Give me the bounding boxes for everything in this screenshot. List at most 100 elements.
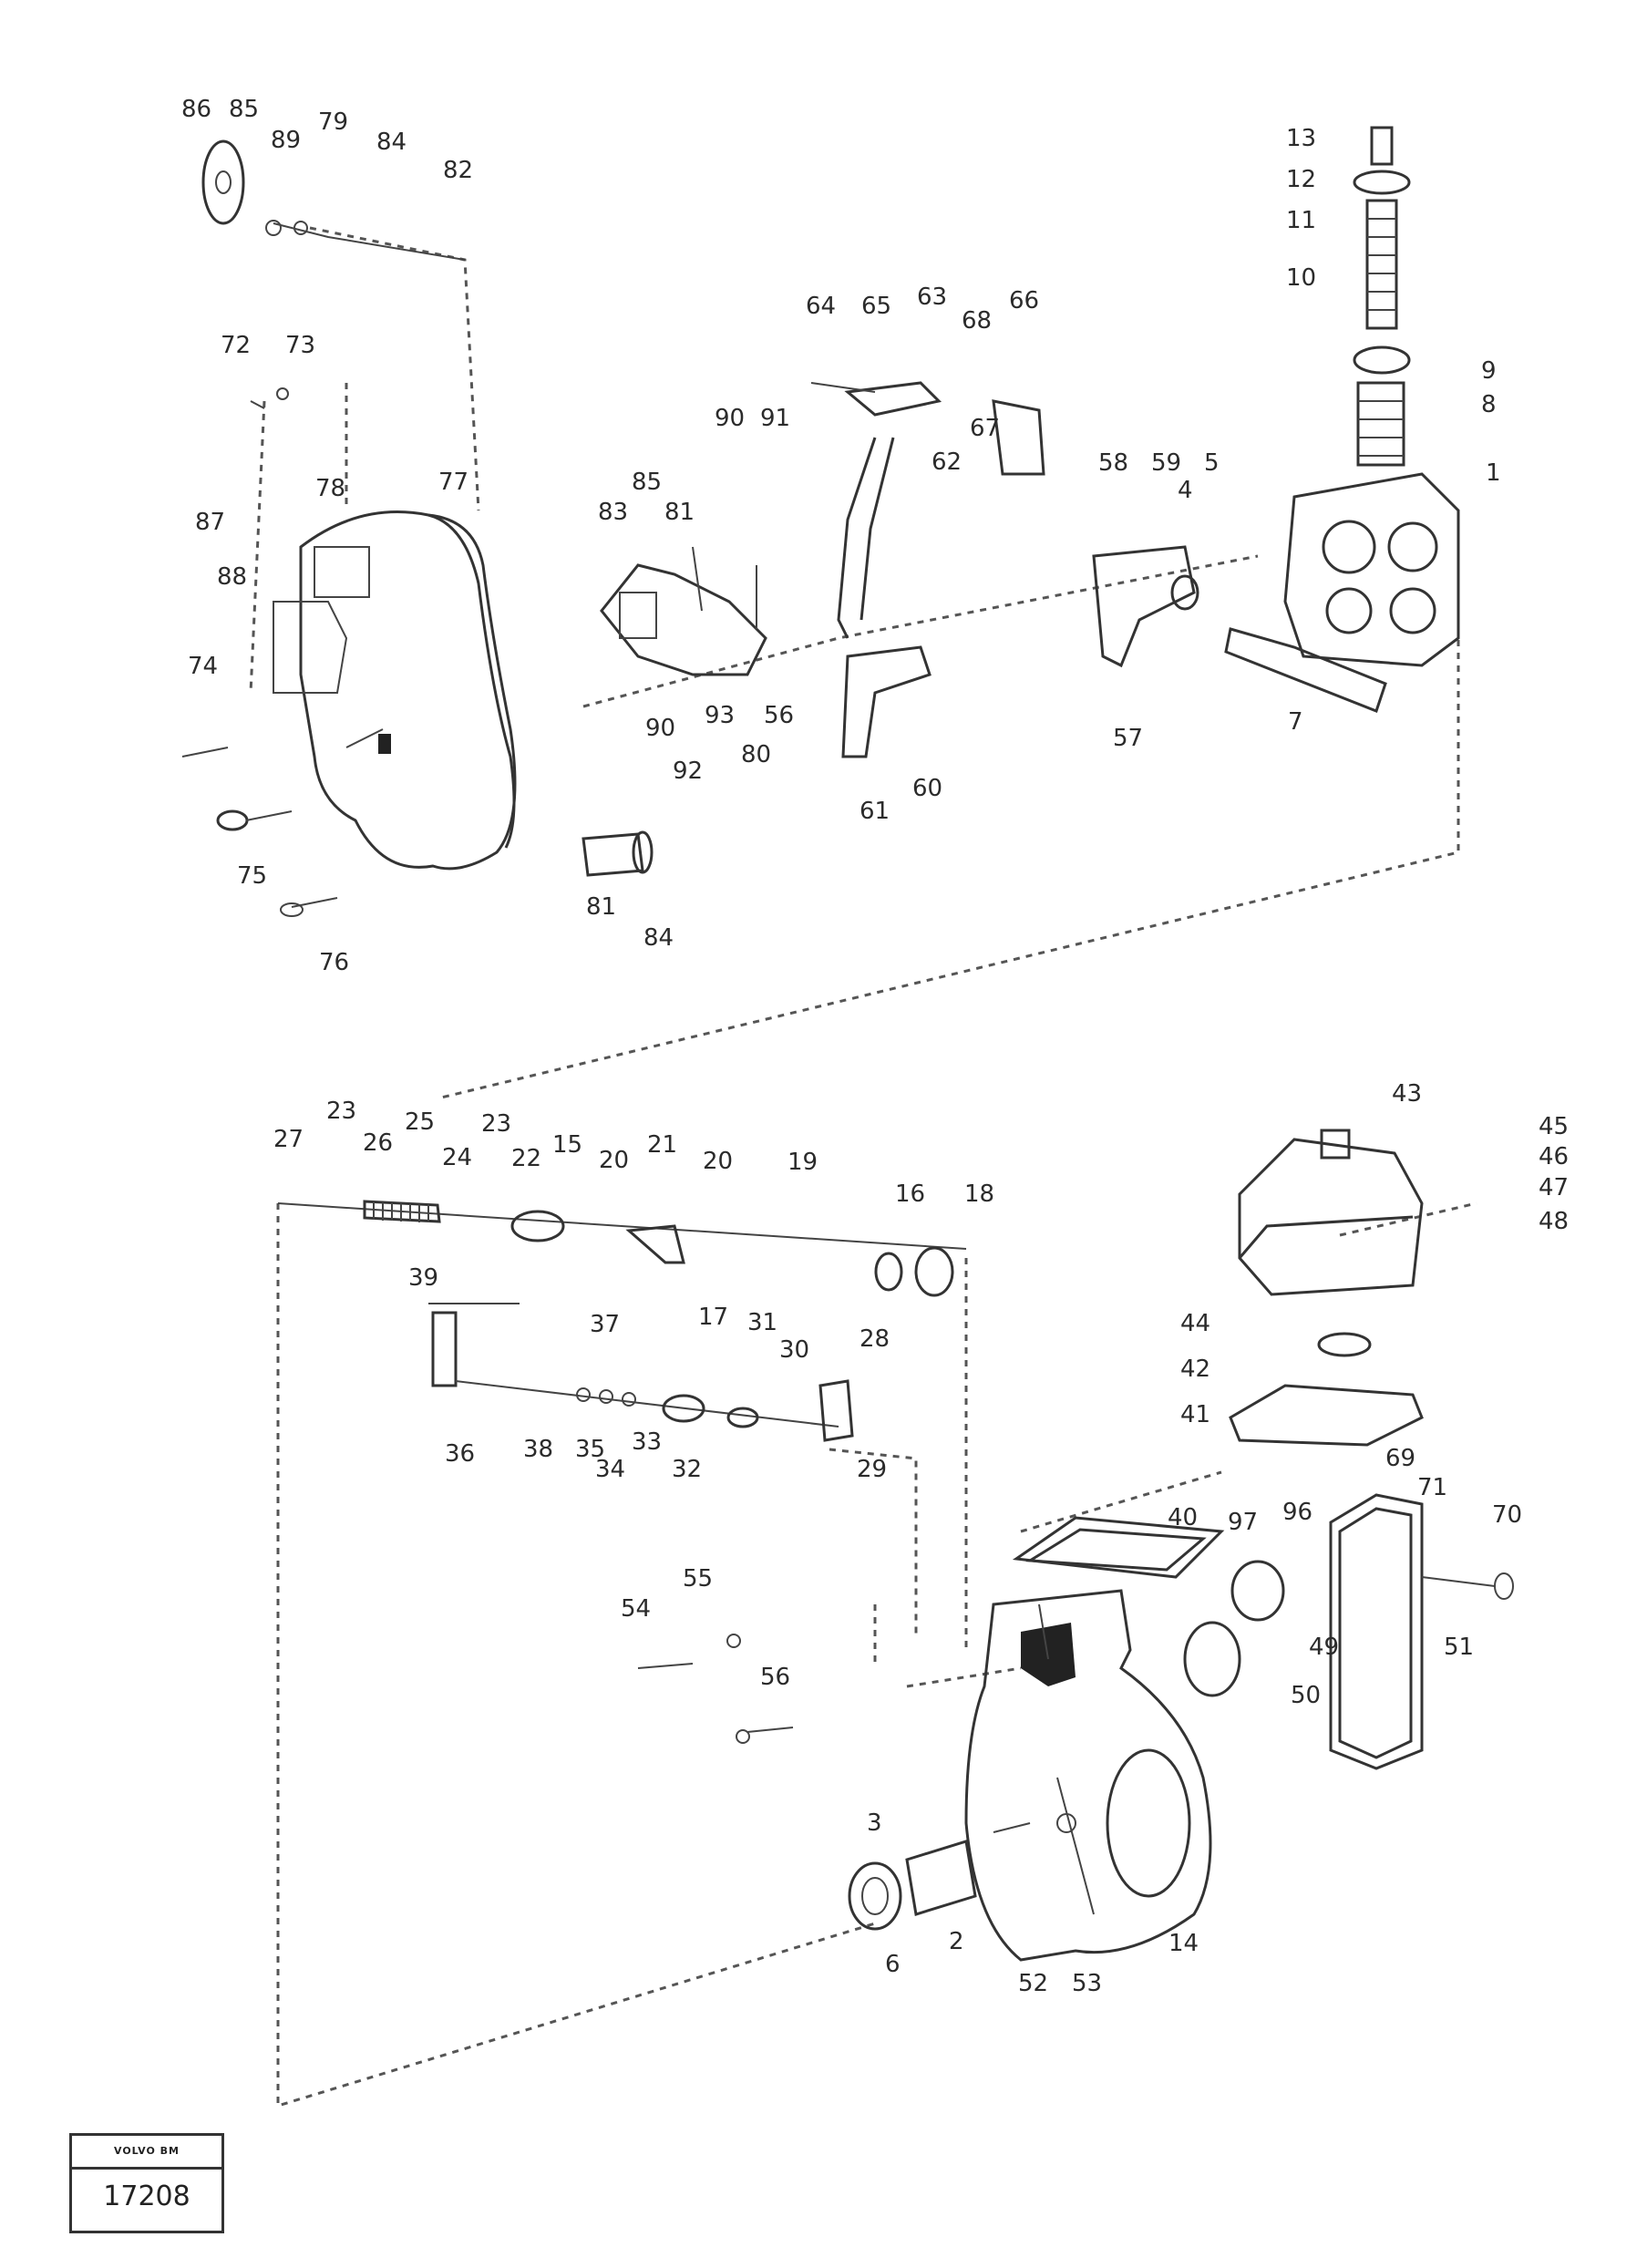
part-callout-number: 12: [1286, 166, 1316, 193]
part-callout-number: 55: [683, 1565, 713, 1593]
part-callout-number: 60: [912, 775, 942, 802]
part-callout-number: 80: [741, 741, 771, 768]
part-callout-number: 87: [195, 509, 225, 536]
part-callout-number: 84: [643, 924, 674, 952]
part-callout-number: 91: [760, 405, 790, 432]
part-callout-number: 20: [599, 1147, 629, 1174]
part-callout-number: 51: [1444, 1634, 1474, 1661]
part-callout-number: 27: [273, 1126, 304, 1153]
part-callout-number: 54: [621, 1595, 651, 1623]
part-callout-number: 79: [318, 108, 348, 136]
rod-spring-parts: [277, 1200, 967, 1442]
part-callout-number: 65: [861, 293, 891, 320]
part-callout-number: 7: [1288, 708, 1303, 736]
part-callout-number: 23: [481, 1110, 511, 1138]
part-callout-number: 46: [1539, 1143, 1569, 1170]
part-callout-number: 34: [595, 1456, 625, 1483]
reference-number-badge: VOLVO BM 17208: [69, 2133, 224, 2233]
part-callout-number: 31: [747, 1309, 777, 1336]
part-callout-number: 42: [1180, 1356, 1210, 1383]
top-left-small-parts: [181, 139, 654, 917]
part-callout-number: 59: [1151, 449, 1181, 477]
part-callout-number: 22: [511, 1145, 541, 1172]
part-callout-number: 66: [1009, 287, 1039, 314]
part-callout-number: 82: [443, 157, 473, 184]
part-callout-number: 49: [1309, 1634, 1339, 1661]
part-callout-number: 96: [1282, 1499, 1312, 1526]
part-callout-number: 30: [779, 1336, 809, 1364]
diagram-reference-number: 17208: [103, 2180, 190, 2212]
part-callout-number: 29: [857, 1456, 887, 1483]
part-callout-number: 81: [664, 499, 695, 526]
part-callout-number: 90: [645, 715, 675, 742]
part-callout-number: 14: [1168, 1930, 1199, 1957]
part-callout-number: 37: [590, 1311, 620, 1338]
part-callout-number: 24: [442, 1144, 472, 1171]
front-cover-part: [273, 510, 517, 871]
part-callout-number: 6: [885, 1951, 901, 1978]
part-callout-number: 38: [523, 1436, 553, 1463]
part-callout-number: 25: [405, 1108, 435, 1136]
part-callout-number: 15: [552, 1131, 582, 1159]
part-callout-number: 69: [1385, 1445, 1415, 1472]
part-callout-number: 21: [647, 1131, 677, 1159]
part-callout-number: 92: [673, 758, 703, 785]
part-callout-number: 81: [586, 893, 616, 921]
part-callout-number: 40: [1168, 1504, 1198, 1531]
part-callout-number: 26: [363, 1129, 393, 1157]
part-callout-number: 73: [285, 332, 315, 359]
part-callout-number: 68: [962, 307, 992, 335]
part-callout-number: 93: [705, 702, 735, 729]
part-callout-number: 85: [632, 469, 662, 496]
part-callout-number: 17: [698, 1304, 728, 1331]
part-callout-number: 10: [1286, 264, 1316, 292]
part-callout-number: 16: [895, 1180, 925, 1208]
part-callout-number: 28: [860, 1325, 890, 1353]
part-callout-number: 85: [229, 96, 259, 123]
part-callout-number: 88: [217, 563, 247, 591]
part-callout-number: 53: [1072, 1970, 1102, 1997]
part-callout-number: 56: [764, 702, 794, 729]
part-callout-number: 56: [760, 1664, 790, 1691]
part-callout-number: 70: [1492, 1501, 1522, 1529]
part-callout-number: 39: [408, 1264, 438, 1292]
part-callout-number: 72: [221, 332, 251, 359]
part-callout-number: 78: [315, 475, 345, 502]
part-callout-number: 90: [715, 405, 745, 432]
part-callout-number: 63: [917, 284, 947, 311]
part-callout-number: 23: [326, 1098, 356, 1125]
top-pump-body-part: [1224, 126, 1460, 713]
part-callout-number: 45: [1539, 1113, 1569, 1140]
part-callout-number: 64: [806, 293, 836, 320]
part-callout-number: 43: [1392, 1080, 1422, 1108]
part-callout-number: 86: [181, 96, 211, 123]
part-callout-number: 76: [319, 949, 349, 976]
part-callout-number: 75: [237, 862, 267, 890]
part-callout-number: 2: [949, 1928, 964, 1955]
part-callout-number: 9: [1481, 357, 1497, 385]
upper-housing-cover-part: [1012, 1129, 1514, 1770]
part-callout-number: 18: [964, 1180, 994, 1208]
part-callout-number: 62: [932, 448, 962, 476]
part-callout-number: 97: [1228, 1509, 1258, 1536]
part-callout-number: 47: [1539, 1174, 1569, 1201]
part-callout-number: 13: [1286, 125, 1316, 152]
part-callout-number: 4: [1178, 477, 1193, 504]
main-pump-housing-part: [637, 1589, 1212, 1962]
part-callout-number: 32: [672, 1456, 702, 1483]
part-callout-number: 41: [1180, 1401, 1210, 1428]
part-callout-number: 77: [438, 469, 468, 496]
part-callout-number: 5: [1204, 449, 1220, 477]
part-callout-number: 89: [271, 127, 301, 154]
part-callout-number: 19: [787, 1149, 818, 1176]
part-callout-number: 74: [188, 653, 218, 680]
part-callout-number: 35: [575, 1436, 605, 1463]
part-callout-number: 84: [376, 129, 407, 156]
part-callout-number: 83: [598, 499, 628, 526]
part-callout-number: 67: [970, 415, 1000, 442]
part-callout-number: 48: [1539, 1208, 1569, 1235]
part-callout-number: 57: [1113, 725, 1143, 752]
